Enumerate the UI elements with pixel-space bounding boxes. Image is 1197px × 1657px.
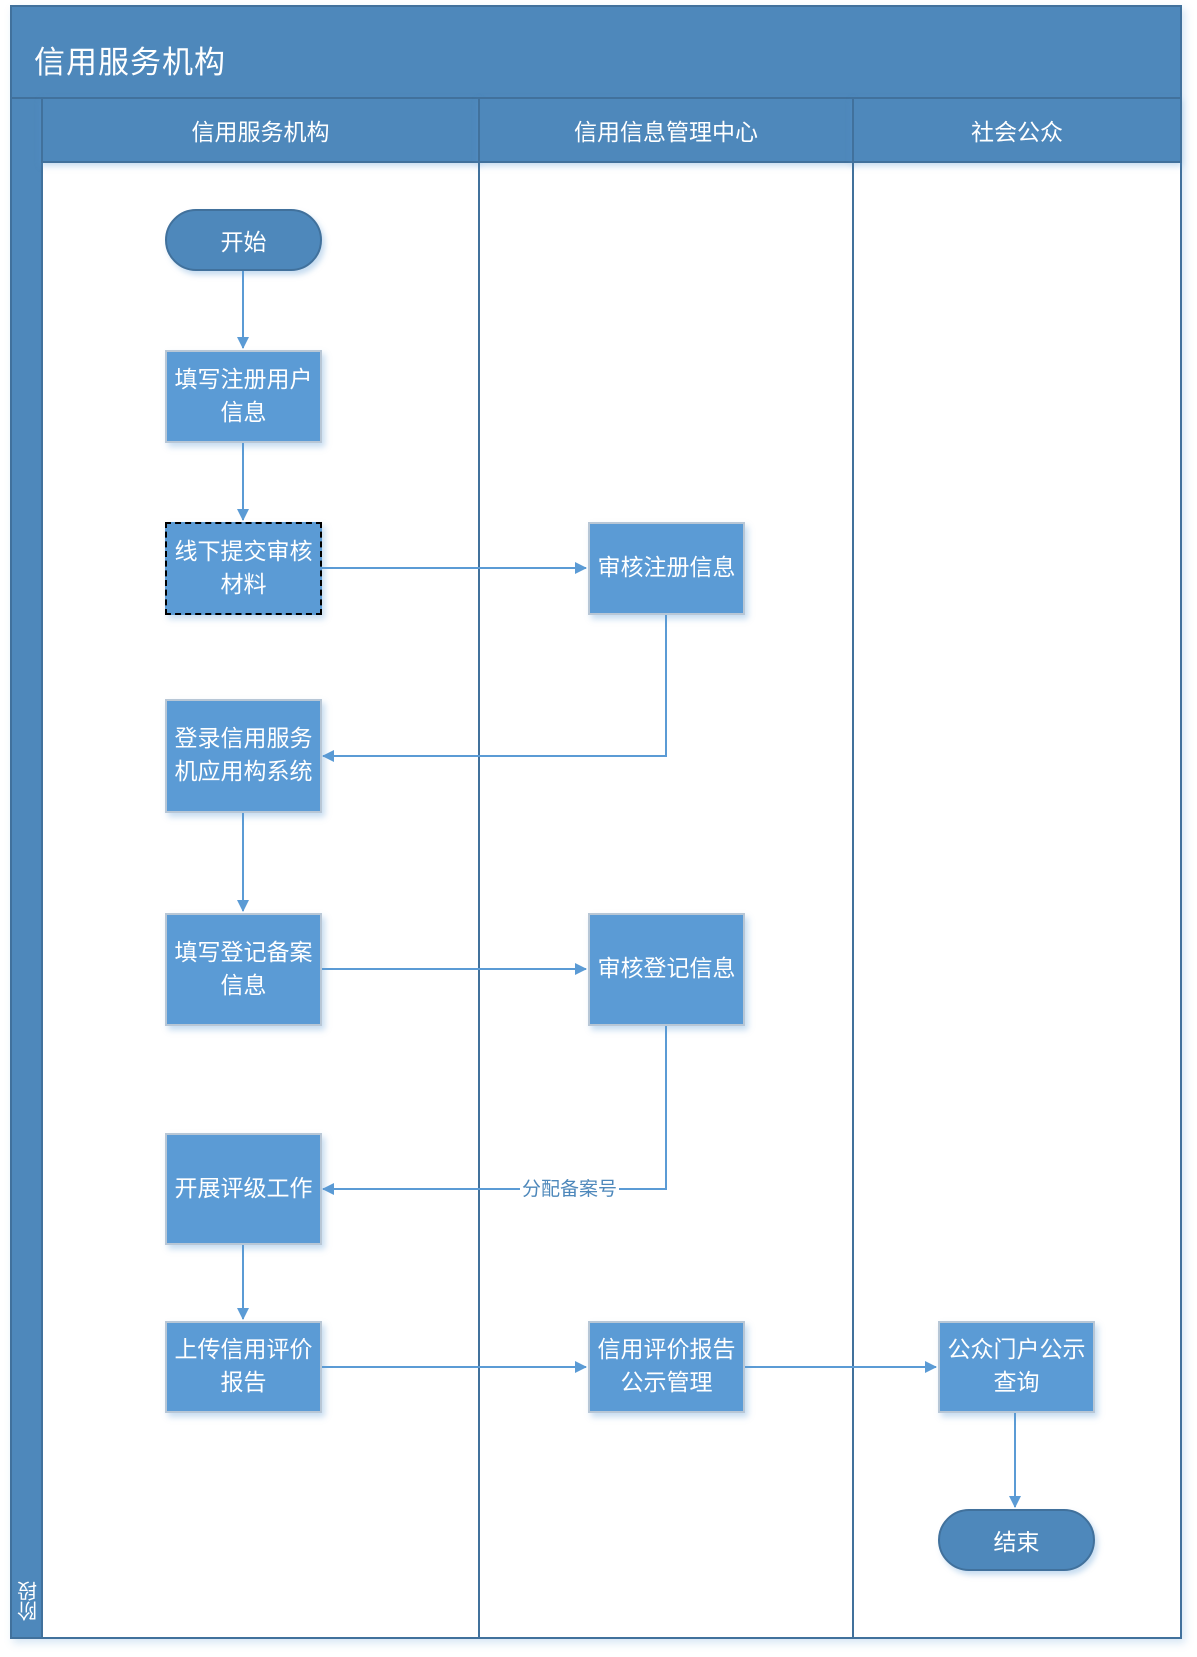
- process-login-system: 登录信用服务机应用构系统: [165, 699, 322, 813]
- edge-label-assign-number: 分配备案号: [520, 1178, 620, 1200]
- process-label: 填写注册用户信息: [174, 366, 313, 426]
- process-label: 上传信用评价报告: [174, 1337, 313, 1396]
- process-fill-filing-info: 填写登记备案信息: [165, 913, 322, 1026]
- process-label: 审核登记信息: [597, 956, 736, 982]
- lane-header-info-center: 信用信息管理中心: [478, 97, 854, 163]
- end-terminator: 结束: [938, 1509, 1095, 1571]
- process-label: 线下提交审核材料: [174, 538, 313, 598]
- lane-divider: [852, 161, 854, 1639]
- process-public-query: 公众门户公示查询: [938, 1321, 1095, 1413]
- process-fill-user-info: 填写注册用户信息: [165, 350, 322, 443]
- process-label: 公众门户公示查询: [947, 1337, 1086, 1396]
- process-report-publicity: 信用评价报告公示管理: [588, 1321, 745, 1413]
- stage-label: 阶段: [16, 1581, 41, 1621]
- process-review-registration: 审核注册信息: [588, 522, 745, 615]
- process-upload-report: 上传信用评价报告: [165, 1321, 322, 1413]
- lane-divider: [478, 161, 480, 1639]
- process-review-filing: 审核登记信息: [588, 913, 745, 1026]
- pool-title-bar: 信用服务机构: [10, 5, 1182, 99]
- process-label: 信用评价报告公示管理: [597, 1337, 736, 1396]
- stage-column: 阶段: [10, 97, 43, 1639]
- process-label: 填写登记备案信息: [174, 939, 313, 999]
- start-terminator: 开始: [165, 209, 322, 271]
- process-label: 开展评级工作: [174, 1175, 313, 1202]
- process-start-rating: 开展评级工作: [165, 1133, 322, 1245]
- process-label: 审核注册信息: [597, 555, 736, 581]
- process-label: 登录信用服务机应用构系统: [174, 726, 313, 785]
- pool-title: 信用服务机构: [34, 45, 226, 81]
- process-submit-offline: 线下提交审核材料: [165, 522, 322, 615]
- lane-header-public: 社会公众: [852, 97, 1182, 163]
- lane-header-credit-service: 信用服务机构: [41, 97, 480, 163]
